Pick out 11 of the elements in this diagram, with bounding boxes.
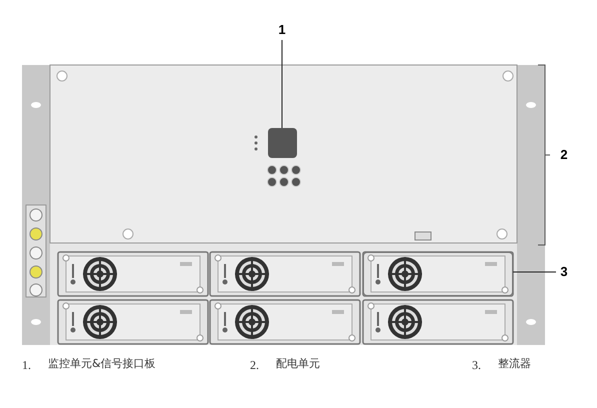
part-name: 配电单元 — [276, 356, 321, 372]
part-name: 整流器 — [498, 356, 531, 372]
legend-number: 1. — [22, 357, 32, 374]
display-screen — [268, 128, 297, 158]
callout-number: 3 — [556, 262, 572, 282]
legend-number: 3. — [472, 357, 482, 374]
callout-number: 1 — [274, 20, 290, 40]
callout-number: 2 — [559, 146, 569, 164]
rectifier-module — [363, 252, 513, 296]
part-name: 监控单元&信号接口板 — [48, 356, 157, 372]
legend-number: 2. — [250, 357, 260, 374]
